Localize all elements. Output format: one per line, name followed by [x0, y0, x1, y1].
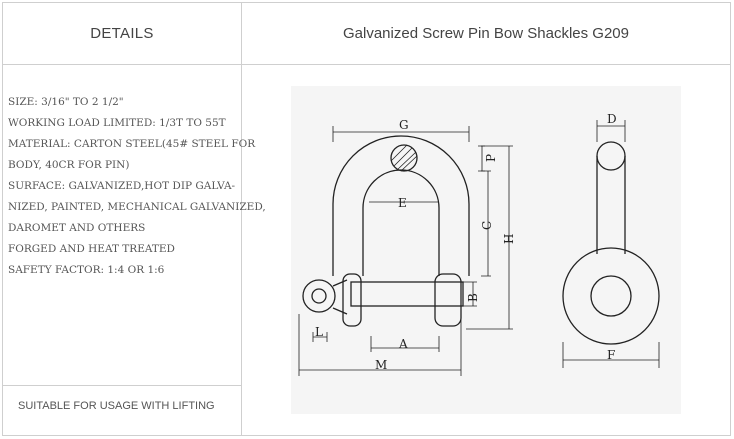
dim-label-h: H — [502, 234, 516, 244]
dim-label-g: G — [399, 118, 409, 132]
dim-label-d: D — [607, 112, 617, 126]
footer-divider — [2, 385, 242, 386]
dim-label-p: P — [484, 154, 498, 162]
details-list: SIZE: 3/16" TO 2 1/2" WORKING LOAD LIMIT… — [8, 92, 266, 281]
dim-label-a: A — [398, 337, 408, 351]
detail-line-forged: FORGED AND HEAT TREATED — [8, 243, 175, 255]
detail-line-wll: WORKING LOAD LIMITED: 1/3T TO 55T — [8, 117, 226, 129]
detail-line-safety: SAFETY FACTOR: 1:4 OR 1:6 — [8, 264, 165, 276]
bow-outer — [332, 135, 470, 276]
shackle-drawing: G P E C H B A L M D F — [291, 86, 681, 414]
shackle-diagram-svg: G P E C H B A L M D F — [298, 112, 660, 376]
detail-line-size: SIZE: 3/16" TO 2 1/2" — [8, 96, 124, 108]
dim-label-m: M — [375, 358, 387, 372]
dim-label-b: B — [466, 293, 480, 302]
column-divider — [241, 2, 242, 436]
detail-line-surface-cont2: DAROMET AND OTHERS — [8, 222, 146, 234]
product-title: Galvanized Screw Pin Bow Shackles G209 — [343, 25, 629, 42]
detail-line-surface-cont: NIZED, PAINTED, MECHANICAL GALVANIZED, — [8, 201, 266, 213]
detail-line-surface: SURFACE: GALVANIZED,HOT DIP GALVA- — [8, 180, 236, 192]
details-header: DETAILS — [90, 25, 154, 42]
bow-inner — [362, 169, 440, 276]
dim-label-e: E — [398, 196, 407, 210]
dim-label-l: L — [315, 325, 323, 339]
dim-label-f: F — [607, 348, 615, 362]
usage-note: SUITABLE FOR USAGE WITH LIFTING — [18, 400, 215, 412]
detail-line-material-cont: BODY, 40CR FOR PIN) — [8, 159, 130, 171]
dim-label-c: C — [480, 221, 494, 230]
pin-section — [390, 144, 418, 172]
header-divider — [2, 64, 731, 65]
detail-line-material: MATERIAL: CARTON STEEL(45# STEEL FOR — [8, 138, 256, 150]
